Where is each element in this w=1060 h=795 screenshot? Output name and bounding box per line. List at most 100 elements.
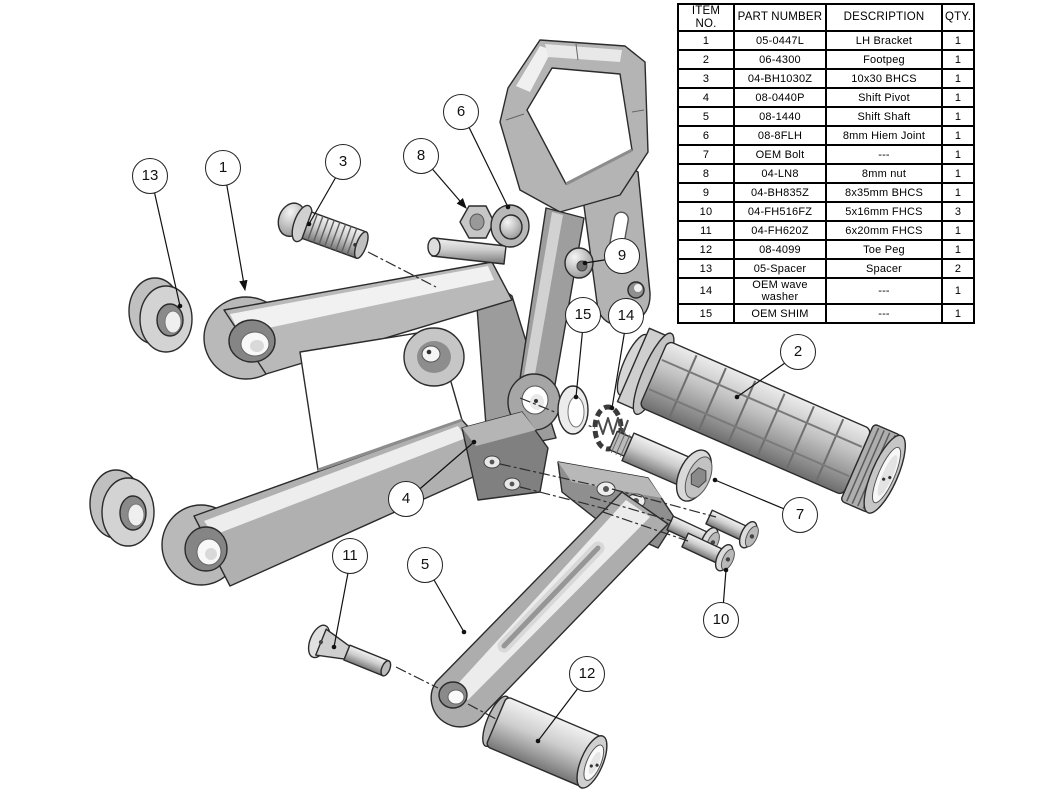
balloon-6: 6 [443,94,479,130]
cell-desc: 10x30 BHCS [825,68,943,90]
balloon-7: 7 [782,497,818,533]
cell-desc: Footpeg [825,49,943,71]
cell-desc: Shift Shaft [825,106,943,128]
cell-desc: LH Bracket [825,30,943,52]
cell-item: 5 [677,106,735,128]
header-qty: QTY. [940,2,976,33]
cell-item: 10 [677,201,735,223]
part-oem-shim [557,385,589,435]
cell-item: 15 [677,303,735,325]
cell-qty: 1 [940,277,976,306]
cell-item: 6 [677,125,735,147]
cell-qty: 2 [940,258,976,280]
cell-item: 3 [677,68,735,90]
cell-qty: 1 [940,30,976,52]
cell-part: 08-1440 [733,106,827,128]
balloon-11: 11 [332,538,368,574]
part-hiem-joint [490,204,530,248]
header-item-no: ITEM NO. [677,2,735,33]
cell-desc: Toe Peg [825,239,943,261]
cell-item: 13 [677,258,735,280]
balloon-1: 1 [205,150,241,186]
cell-desc: --- [825,303,943,325]
part-8mm-nut [459,205,495,239]
balloon-12: 12 [569,656,605,692]
balloon-9: 9 [604,238,640,274]
balloon-4: 4 [388,481,424,517]
cell-desc: Shift Pivot [825,87,943,109]
cell-item: 14 [677,277,735,306]
cell-item: 7 [677,144,735,166]
cell-part: OEM wave washer [733,277,827,306]
balloon-3: 3 [325,144,361,180]
balloon-8: 8 [403,138,439,174]
part-footpeg [616,327,906,514]
cell-qty: 1 [940,163,976,185]
cell-qty: 1 [940,87,976,109]
cell-part: 08-0440P [733,87,827,109]
cell-item: 2 [677,49,735,71]
cell-desc: --- [825,277,943,306]
part-spacer-lower [89,469,155,547]
part-shift-shaft-arm [430,491,669,728]
cell-item: 8 [677,163,735,185]
cell-desc: 8mm nut [825,163,943,185]
part-fhcs-5x16-screws [666,509,759,572]
part-bhcs-10x30-bolt [277,202,369,260]
part-toe-peg [482,695,608,789]
cell-desc: 6x20mm FHCS [825,220,943,242]
cell-qty: 1 [940,182,976,204]
cell-item: 9 [677,182,735,204]
cell-part: 08-4099 [733,239,827,261]
cell-desc: 5x16mm FHCS [825,201,943,223]
cell-item: 12 [677,239,735,261]
part-shift-shaft-rod [427,237,507,265]
cell-part: OEM Bolt [733,144,827,166]
cell-part: 04-FH516FZ [733,201,827,223]
cell-item: 11 [677,220,735,242]
balloon-5: 5 [407,547,443,583]
cell-qty: 1 [940,49,976,71]
cell-qty: 1 [940,144,976,166]
leader-lines [150,112,802,744]
balloon-15: 15 [565,297,601,333]
part-oem-bolt [608,430,713,502]
cell-desc: 8mm Hiem Joint [825,125,943,147]
cell-qty: 1 [940,303,976,325]
header-part-number: PART NUMBER [733,2,827,33]
cell-part: 04-FH620Z [733,220,827,242]
cell-part: 08-8FLH [733,125,827,147]
balloon-13: 13 [132,158,168,194]
table-header-row: ITEM NO. PART NUMBER DESCRIPTION QTY. [677,2,976,33]
cell-item: 1 [677,30,735,52]
cell-part: OEM SHIM [733,303,827,325]
balloon-14: 14 [608,298,644,334]
cell-qty: 3 [940,201,976,223]
cell-part: 04-BH1030Z [733,68,827,90]
cell-desc: 8x35mm BHCS [825,182,943,204]
cell-item: 4 [677,87,735,109]
centerlines [367,251,717,720]
cell-desc: Spacer [825,258,943,280]
cell-part: 04-LN8 [733,163,827,185]
cell-qty: 1 [940,68,976,90]
cell-part: 05-Spacer [733,258,827,280]
cell-part: 06-4300 [733,49,827,71]
